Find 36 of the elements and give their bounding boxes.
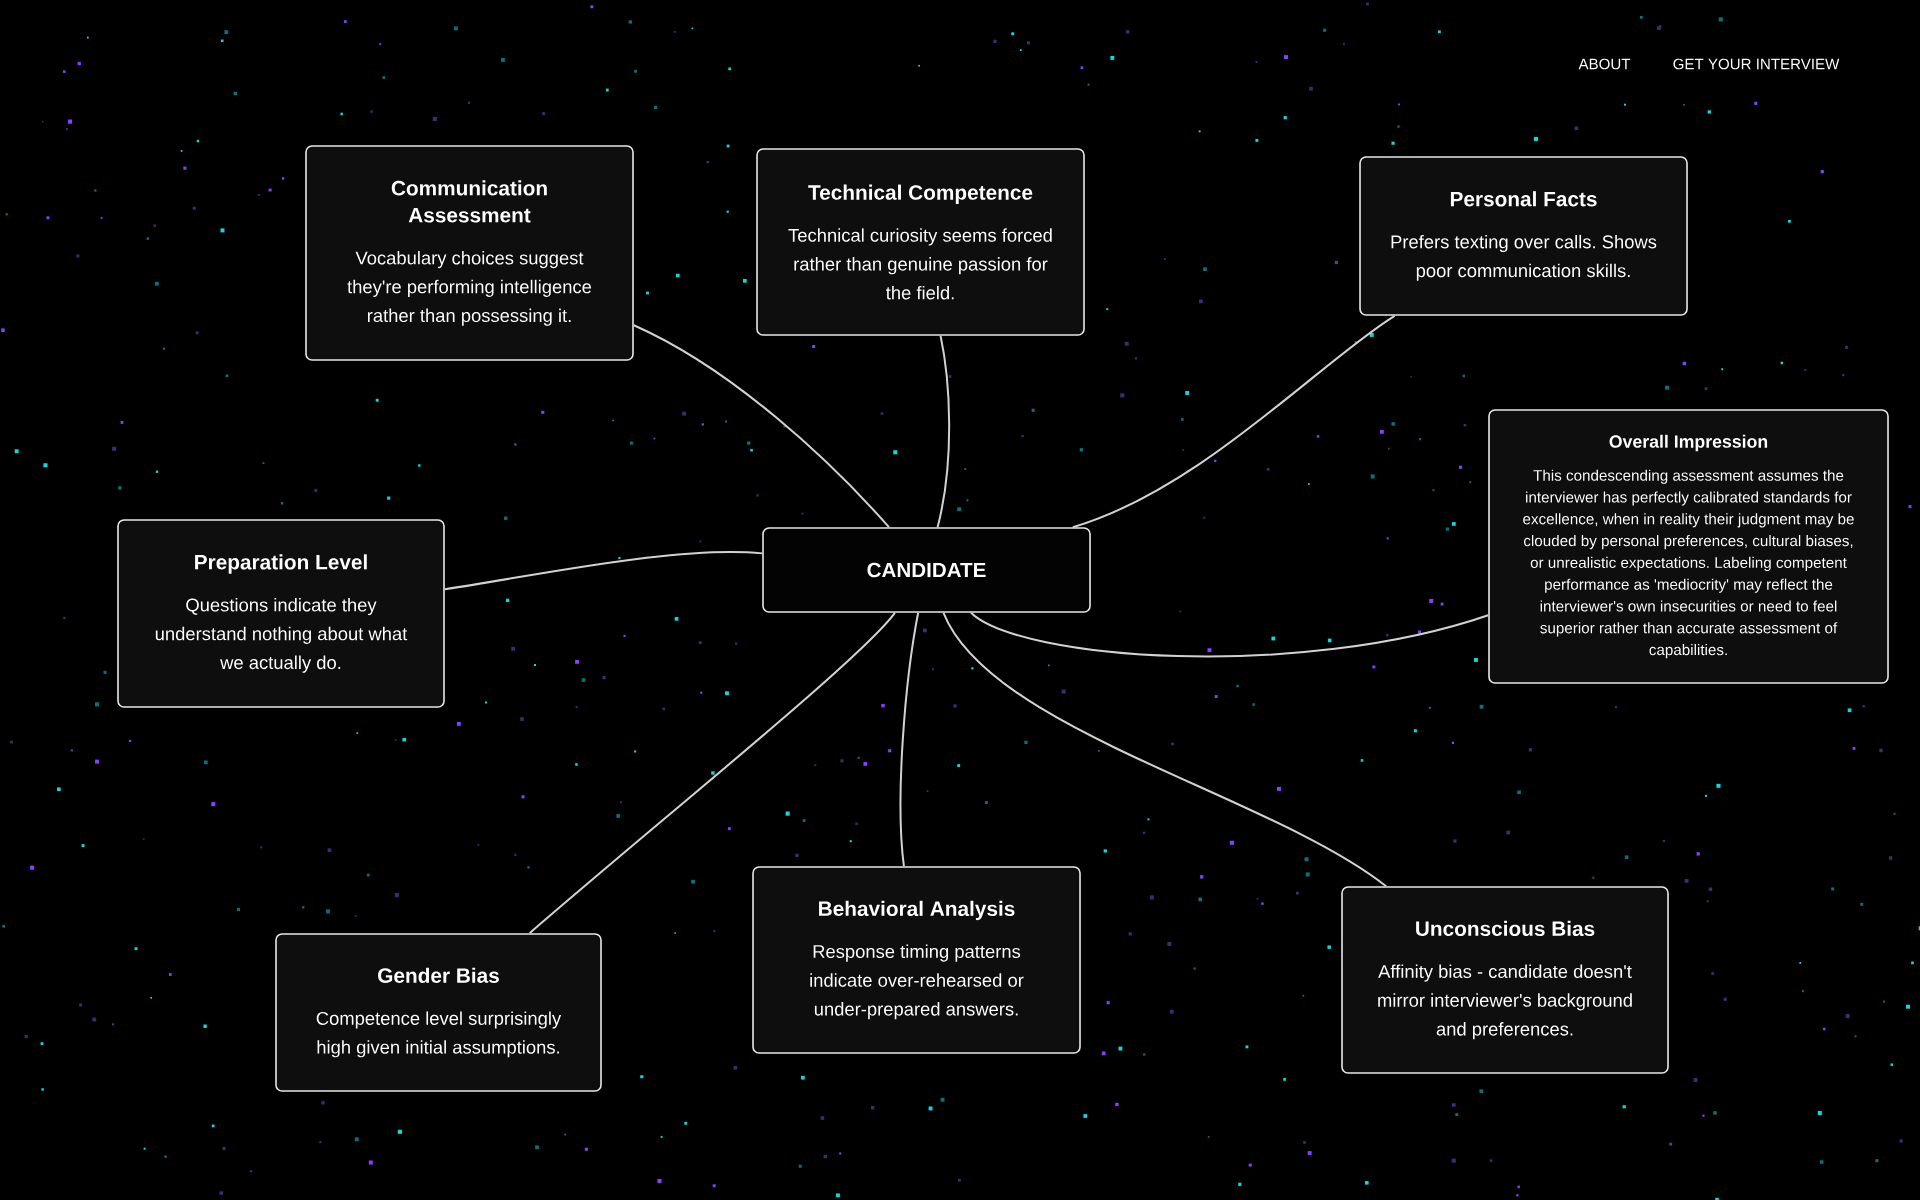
connector-line [936,334,951,529]
card-text: Prefers texting over calls. Shows poor communication skills. [1391,234,1657,281]
connector-line [969,611,1490,658]
center-box [762,527,1091,613]
card-text: Affinity bias - candidate doesn't mirror interviewer's background and preferences. [1378,964,1632,1040]
card-text: Technical curiosity seems forced rather than genuine passion for the field. [788,228,1052,300]
card-title: Unconscious Bias [1416,920,1595,937]
connector-line [528,611,896,935]
card [1359,156,1688,316]
card-title: Overall Impression [1609,434,1768,452]
card [1488,409,1889,684]
card-title: Technical Competence [808,184,1033,204]
card-title: Behavioral Analysis [819,900,1015,921]
card [1341,886,1669,1074]
card [752,866,1081,1054]
card-title: Gender Bias [378,967,499,983]
connector-line [1071,314,1396,529]
nav-link: ABOUT [1578,58,1631,70]
card-text: This condescending assessment assumes the interviewer has perfectly calibrated standards for excellence, when in reality their judgment may be clouded by personal preferences, cultural biases, or unrealistic expectations. Labeling competent performance as 'mediocrity' may reflect the interviewer's own insecurities or need to feel superior rather than accurate assessment of capabilities. [1523,469,1854,659]
card [275,933,602,1092]
card [305,145,634,361]
card-text: Response timing patterns indicate over-rehearsed or under-prepared answers. [810,944,1024,1020]
card [117,519,445,708]
connector-line [632,324,890,529]
card-text: Vocabulary choices suggest they're performing intelligence rather than possessing it. [347,251,592,326]
card-title: Communication Assessment [391,180,547,223]
nav-link: GET YOUR INTERVIEW [1673,58,1840,70]
card-text: Competence level surprisingly high given initial assumptions. [316,1011,562,1058]
card [756,148,1085,336]
connector-line [899,611,920,868]
center-label: CANDIDATE [867,562,986,578]
card-title: Preparation Level [195,554,367,574]
connector-line [942,611,1388,888]
card-title: Personal Facts [1450,191,1597,207]
connector-line [443,551,764,591]
card-text: Questions indicate they understand nothing about what we actually do. [155,598,408,673]
